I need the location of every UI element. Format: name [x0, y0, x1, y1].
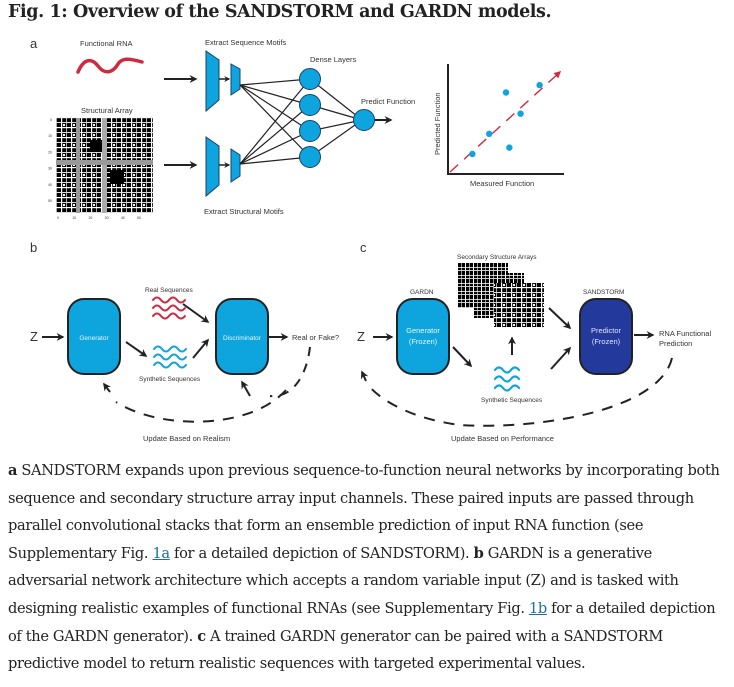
update-performance-label: Update Based on Performance — [451, 434, 554, 443]
discriminator-block — [215, 298, 269, 375]
output-node — [353, 109, 375, 131]
structure-conv-stack — [205, 136, 241, 198]
array-x-tick: 0 — [57, 216, 59, 220]
array-y-tick: 10 — [48, 134, 52, 138]
gardn-label: GARDN — [410, 289, 434, 296]
trend-line — [449, 71, 562, 173]
array-x-tick: 50 — [137, 216, 141, 220]
supplementary-fig-1b-link[interactable]: 1b — [528, 599, 547, 617]
sandstorm-predictor-block — [579, 298, 633, 375]
secondary-structure-arrays — [458, 263, 544, 328]
structural-array-heatmap — [56, 118, 153, 213]
array-y-tick: 30 — [48, 167, 52, 171]
figure-title: Fig. 1: Overview of the SANDSTORM and GA… — [8, 2, 552, 22]
array-y-tick: 0 — [50, 118, 52, 122]
arrow-arrays-to-predictor — [548, 307, 572, 330]
arrow-generator-to-synthetic — [125, 341, 148, 357]
synthetic-sequences-label: Synthetic Sequences — [139, 376, 201, 383]
dense-node — [299, 68, 321, 90]
caption-a-text-2: for a detailed depiction of SANDSTORM). — [169, 544, 474, 562]
gardn-generator-label-1: Generator — [406, 326, 440, 335]
predictor-label-1: Predictor — [591, 326, 622, 335]
dense-node — [299, 94, 321, 116]
scatter-point — [517, 110, 524, 117]
secondary-arrays-label: Secondary Structure Arrays — [457, 254, 537, 261]
scatter-point — [486, 130, 493, 138]
gardn-generator-label-2: (Frozen) — [409, 337, 438, 346]
supplementary-fig-1a-link[interactable]: 1a — [152, 544, 170, 562]
scatter-point — [502, 89, 510, 96]
figure-diagram: a Functional RNA Structural Array 0 10 20 3… — [30, 36, 711, 443]
rna-squiggle — [76, 57, 144, 74]
scatter-point — [469, 150, 476, 158]
arrow-feedback-discriminator — [241, 380, 251, 397]
panel-a-label: a — [30, 36, 38, 51]
rna-prediction-label-2: Prediction — [659, 339, 692, 348]
arrow-synthetic-to-predictor — [550, 346, 572, 370]
array-x-tick: 20 — [88, 216, 92, 220]
arrow-generator-to-synthetic-c — [452, 346, 473, 368]
dense-node — [299, 120, 321, 142]
array-y-tick: 20 — [48, 150, 52, 154]
update-realism-label: Update Based on Realism — [143, 434, 230, 443]
array-x-tick: 40 — [121, 216, 125, 220]
scatter-plot — [447, 64, 564, 175]
generator-label: Generator — [79, 335, 109, 342]
array-y-tick: 40 — [48, 183, 52, 187]
dense-layers-label: Dense Layers — [310, 55, 357, 64]
real-sequences-waves — [152, 296, 186, 320]
caption-a-label: a — [8, 462, 18, 479]
caption-a-text: SANDSTORM expands upon previous sequence… — [8, 462, 720, 562]
panel-b-z: Z — [30, 329, 38, 344]
caption-c-label: c — [197, 627, 206, 645]
scatter-point — [506, 144, 513, 151]
structural-array-label: Structural Array — [81, 106, 133, 115]
figure-caption: a SANDSTORM expands upon previous sequen… — [8, 457, 730, 678]
arrow-feedback-z — [360, 370, 369, 382]
extract-sequence-label: Extract Sequence Motifs — [205, 38, 287, 47]
caption-b-label: b — [473, 544, 484, 562]
real-sequences-label: Real Sequences — [145, 287, 193, 294]
array-y-tick: 50 — [48, 199, 52, 203]
array-x-tick: 10 — [72, 216, 76, 220]
dense-layer-nodes — [299, 68, 321, 168]
sequence-conv-stack — [205, 50, 241, 113]
arrow-feedback-generator — [103, 382, 112, 393]
synthetic-sequences-label-c: Synthetic Sequences — [481, 397, 543, 404]
arrow-synthetic-to-discriminator — [192, 338, 210, 359]
sandstorm-label: SANDSTORM — [583, 289, 624, 296]
caption-b-text-2: for a detailed depiction of the GARDN ge… — [8, 599, 716, 645]
scatter-point — [536, 81, 543, 89]
array-x-tick: 30 — [105, 216, 109, 220]
rna-prediction-label-1: RNA Functional — [659, 329, 711, 338]
feedback-to-discriminator — [269, 346, 311, 398]
scatter-y-label: Predicted Function — [433, 92, 442, 155]
panel-b-label: b — [30, 240, 37, 255]
functional-rna-label: Functional RNA — [80, 39, 133, 48]
caption-c-text: A trained GARDN generator can be paired … — [8, 627, 663, 673]
caption-b-text: GARDN is a generative adversarial networ… — [8, 544, 679, 617]
array-y-ticks: 0 10 20 30 40 50 — [48, 118, 52, 203]
arrow-real-to-discriminator — [182, 303, 210, 323]
panel-c-z: Z — [357, 329, 365, 344]
real-or-fake-label: Real or Fake? — [292, 333, 339, 342]
predictor-label-2: (Frozen) — [592, 337, 621, 346]
synthetic-sequences-waves-c — [493, 366, 521, 392]
panel-c-label: c — [360, 240, 367, 255]
array-x-ticks: 0 10 20 30 40 50 — [57, 216, 141, 220]
scatter-x-label: Measured Function — [470, 179, 534, 188]
generator-block — [67, 298, 121, 375]
gardn-generator-block — [396, 298, 450, 375]
extract-structural-label: Extract Structural Motifs — [204, 207, 284, 216]
synthetic-sequences-waves — [153, 345, 187, 369]
predict-function-label: Predict Function — [361, 97, 415, 106]
dense-node — [299, 146, 321, 168]
feedback-to-z — [367, 357, 673, 427]
feedback-to-generator — [115, 389, 287, 423]
discriminator-label: Discriminator — [223, 335, 262, 342]
